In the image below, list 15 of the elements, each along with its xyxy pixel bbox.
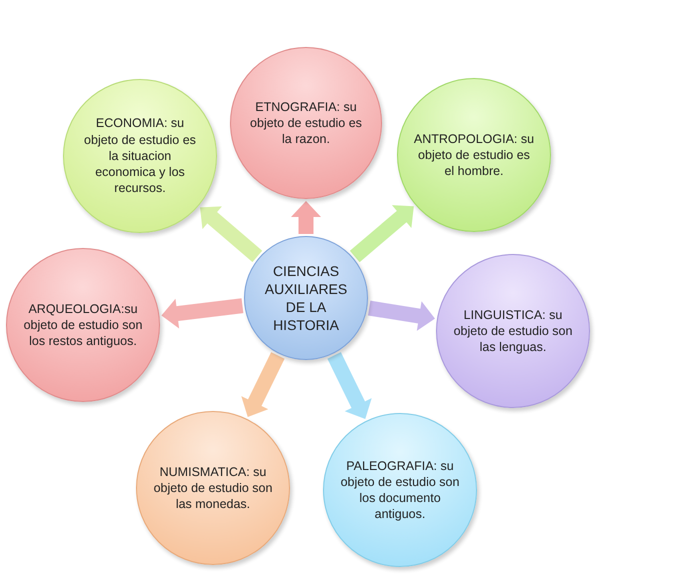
node-text: ECONOMIA: su objeto de estudio es la situacion economica y los recursos.: [83, 115, 197, 197]
arrow: [291, 201, 321, 234]
node-text: PALEOGRAFIA: su objeto de estudio son los documento antiguos.: [340, 458, 460, 522]
arrow: [327, 352, 372, 420]
arrow: [200, 206, 262, 262]
node-text: LINGUISTICA: su objeto de estudio son las lenguas.: [452, 306, 574, 356]
node-text: ETNOGRAFIA: su objeto de estudio es la razon.: [249, 98, 363, 148]
arrow: [241, 352, 285, 418]
arrow: [161, 298, 244, 328]
node-text: NUMISMATICA: su objeto de estudio son las monedas.: [152, 464, 274, 512]
node-text: CIENCIAS AUXILIARES DE LA HISTORIA: [264, 262, 348, 334]
node-text: ANTROPOLOGIA: su objeto de estudio es el hombre.: [412, 130, 536, 180]
arrow: [350, 205, 414, 262]
arrow: [368, 300, 435, 331]
node-text: ARQUEOLOGIA:su objeto de estudio son los restos antiguos.: [22, 300, 144, 350]
